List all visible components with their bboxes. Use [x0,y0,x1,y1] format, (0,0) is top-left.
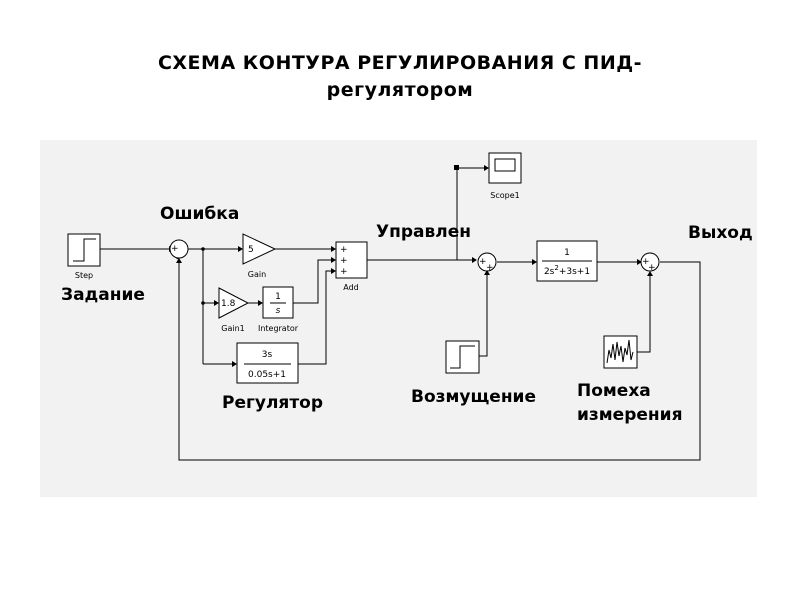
arrow-head [647,271,653,276]
gain1-block[interactable] [218,287,250,319]
add-plus-1: + [340,245,348,255]
plant-den: 2s2+3s+1 [544,264,590,277]
arrow-head [232,361,237,367]
control-label: Управлен [376,222,471,242]
sum1-plus: + [171,244,179,254]
step-icon [73,238,96,262]
arrow-head [484,270,490,275]
wire-integrator-to-add [293,259,333,304]
scope-tap-marker [454,165,459,170]
disturbance-sum-block[interactable] [477,252,497,272]
arrow-head [532,259,537,265]
output-label: Выход [688,223,753,243]
setpoint-label: Задание [61,285,145,305]
sum3-plus-a: + [642,257,650,267]
page-title-line1: СХЕМА КОНТУРА РЕГУЛИРОВАНИЯ С ПИД- [157,52,643,74]
gain-value: 5 [248,245,254,255]
sum2-plus-a: + [479,257,487,267]
arrow-head [258,300,263,306]
arrow-head [214,300,219,306]
sum3-plus-b: + [648,263,656,273]
integrator-label: Integrator [258,324,299,333]
gain-label: Gain [248,270,266,279]
arrow-head [331,257,336,263]
arrow-head [331,268,336,274]
disturbance-label: Возмущение [411,387,536,407]
wire-noise [637,273,651,353]
sum1-minus: - [176,254,179,264]
wire-derivative-to-add [298,270,333,365]
add-plus-3: + [340,267,348,277]
add-label: Add [343,283,359,292]
sum2-plus-b: + [486,263,494,273]
step-label: Step [75,271,93,280]
arrow-head [331,246,336,252]
scope-screen-icon [494,158,516,172]
branch-point [201,301,205,305]
page-title-line2: регулятором [326,79,474,101]
noise-label-line1: Помеха [577,381,651,401]
diagram-canvas [40,140,757,497]
derivative-block[interactable] [236,342,299,384]
wire-feedback [178,260,701,461]
gain1-label: Gain1 [221,324,244,333]
error-sum-block[interactable] [169,239,189,259]
plant-num: 1 [564,248,570,258]
gain-block[interactable] [242,233,277,265]
arrow-head [637,259,642,265]
scope-label: Scope1 [490,191,519,200]
output-sum-block[interactable] [640,252,660,272]
arrow-head [238,246,243,252]
regulator-label: Регулятор [222,393,323,413]
derivative-den: 0.05s+1 [248,370,286,380]
error-label: Ошибка [160,204,239,224]
gain1-value: 1.8 [221,299,236,309]
derivative-num: 3s [262,350,273,360]
wire-disturbance [479,272,488,357]
step-icon [450,345,475,369]
wire-to-scope [456,167,487,260]
arrow-head [176,258,182,263]
integrator-den: s [276,306,281,316]
noise-label-line2: измерения [577,405,683,425]
add-plus-2: + [340,256,348,266]
arrow-head [484,165,489,171]
noise-signal-icon [606,339,634,364]
integrator-num: 1 [275,292,281,302]
arrow-head [472,257,477,263]
add-block[interactable] [335,241,368,279]
